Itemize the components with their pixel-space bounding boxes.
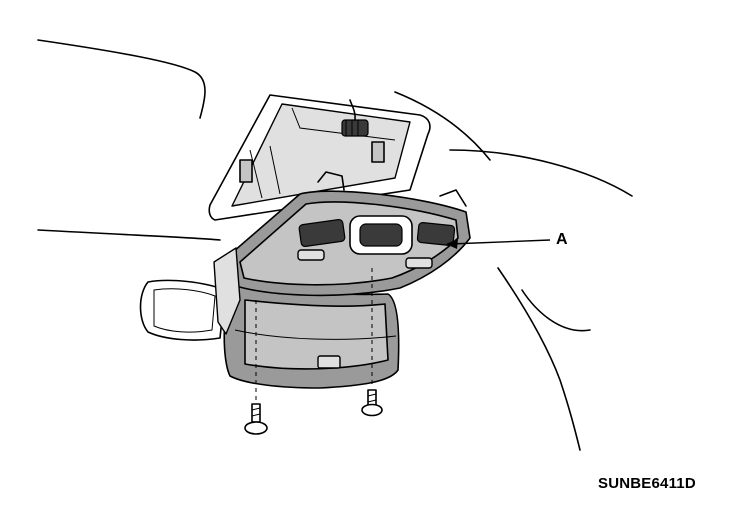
console-latch [317, 355, 341, 369]
a-pillar-right [497, 267, 581, 451]
figure-code: SUNBE6411D [598, 475, 696, 492]
console-lower-housing [223, 281, 400, 389]
mounting-bracket [213, 247, 241, 335]
lamp-lens-center-inner [359, 223, 403, 247]
callout-leader [446, 239, 551, 249]
mounting-screw-left [244, 403, 268, 435]
lamp-lens-right [416, 221, 456, 247]
mounting-screw-right [361, 389, 383, 417]
a-pillar-right-inner [521, 289, 591, 332]
callout-label: A [556, 231, 568, 248]
windshield-edge [449, 149, 633, 197]
a-pillar-line [37, 229, 221, 241]
lamp-switch-left [297, 249, 325, 261]
roof-recess [208, 94, 431, 221]
wiring-connector [341, 99, 369, 137]
console-bezel [224, 171, 471, 297]
lamp-switch-right [405, 257, 433, 269]
recess-clip-right [371, 141, 385, 163]
lamp-lens-left [298, 218, 346, 248]
rearview-mirror [139, 279, 226, 341]
recess-clip-left [239, 159, 253, 183]
headliner-outline [37, 39, 206, 119]
